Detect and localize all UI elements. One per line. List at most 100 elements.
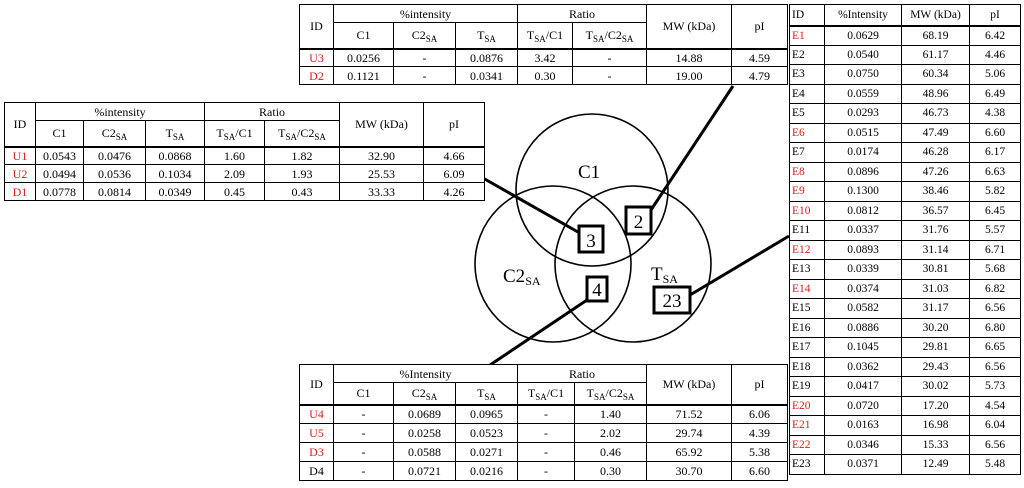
cell-mw: 60.34: [901, 64, 970, 85]
count-box-center: [577, 224, 605, 254]
table-row: U1 0.0543 0.0476 0.0868 1.60 1.82 32.90 …: [4, 145, 486, 165]
cell-intensity: 0.1300: [824, 181, 902, 202]
header-ratio-tsa-c1: TSA/C1: [517, 382, 575, 405]
cell-mw: 15.33: [901, 434, 970, 455]
cell-pi: 4.54: [969, 395, 1021, 416]
cell-c2sa: 0.0258: [393, 423, 456, 443]
header-mw: MW (kDa): [339, 102, 425, 147]
cell-c2sa: 0.0588: [393, 442, 456, 462]
cell-pi: 6.17: [969, 142, 1021, 163]
row-id: E8: [789, 161, 825, 182]
cell-intensity: 0.0559: [824, 83, 902, 104]
row-id: E16: [789, 317, 825, 338]
row-id: E9: [789, 181, 825, 202]
header-tsa: TSA: [144, 120, 206, 147]
count-center: 3: [586, 231, 596, 252]
header-c2sa: C2SA: [393, 22, 456, 49]
cell-mw: 33.33: [339, 182, 425, 201]
circle-c2sa: [474, 185, 632, 343]
cell-mw: 30.70: [646, 461, 732, 481]
cell-mw: 16.98: [901, 415, 970, 436]
cell-pi: 6.63: [969, 161, 1021, 182]
cell-c1: -: [333, 461, 394, 481]
table-c1-c2sa-tsa: ID %intensity Ratio MW (kDa) pI C1 C2SA …: [4, 102, 486, 201]
cell-pi: 4.66: [423, 145, 486, 165]
row-id: E1: [789, 24, 825, 46]
cell-pi: 6.06: [731, 403, 788, 424]
cell-pi: 4.59: [731, 47, 789, 67]
cell-pi: 5.48: [969, 454, 1021, 475]
header-ratio-tsa-c1: TSA/C1: [204, 120, 266, 147]
header-intensity: %Intensity: [333, 364, 518, 383]
row-id: E14: [789, 278, 825, 299]
cell-pi: 6.45: [969, 200, 1021, 221]
row-id: E3: [789, 64, 825, 85]
header-id: ID: [789, 4, 825, 26]
header-ratio-tsa-c2sa: TSA/C2SA: [574, 382, 647, 405]
cell-c2sa: 0.0814: [83, 182, 146, 201]
cell-intensity: 0.0720: [824, 395, 902, 416]
label-tsa: TSA: [651, 264, 678, 286]
header-ratio-tsa-c2sa: TSA/C2SA: [264, 120, 341, 147]
cell-c1: 0.0778: [35, 182, 84, 201]
row-id: E22: [789, 434, 825, 455]
cell-mw: 30.20: [901, 317, 970, 338]
header-c1: C1: [35, 120, 84, 147]
cell-mw: 68.19: [901, 24, 970, 46]
header-ratio-tsa-c1: TSA/C1: [517, 22, 574, 49]
cell-pi: 6.80: [969, 317, 1021, 338]
header-id: ID: [4, 102, 36, 147]
cell-mw: 30.02: [901, 376, 970, 397]
row-id: E11: [789, 220, 825, 241]
cell-mw: 71.52: [646, 403, 732, 424]
header-ratio: Ratio: [204, 102, 341, 121]
cell-tsa: 0.0349: [144, 182, 206, 201]
cell-intensity: 0.0515: [824, 122, 902, 143]
cell-pi: 4.26: [423, 182, 486, 201]
cell-ratio-c1: 3.42: [517, 47, 574, 67]
cell-mw: 29.74: [646, 423, 732, 443]
cell-ratio-c1: -: [517, 403, 575, 424]
header-ratio-tsa-c2sa: TSA/C2SA: [572, 22, 648, 49]
cell-mw: 31.17: [901, 298, 970, 319]
cell-ratio-c2sa: 1.82: [264, 145, 341, 165]
row-id: E21: [789, 415, 825, 436]
cell-pi: 5.82: [969, 181, 1021, 202]
row-id: E7: [789, 142, 825, 163]
row-id: E2: [789, 44, 825, 65]
count-box-c2sa-tsa: [585, 275, 609, 303]
count-tsa-only: 23: [663, 291, 682, 312]
table-row: U2 0.0494 0.0536 0.1034 2.09 1.93 25.53 …: [4, 164, 486, 183]
cell-ratio-c1: -: [517, 442, 575, 462]
cell-intensity: 0.0174: [824, 142, 902, 163]
table-row: U4 - 0.0689 0.0965 - 1.40 71.52 6.06: [299, 403, 788, 424]
cell-c2sa: -: [393, 66, 456, 85]
header-pi: pI: [731, 364, 788, 405]
cell-mw: 47.26: [901, 161, 970, 182]
cell-pi: 4.79: [731, 66, 789, 85]
count-box-tsa-only: [652, 285, 692, 315]
cell-pi: 6.09: [423, 164, 486, 183]
row-id: E18: [789, 356, 825, 377]
cell-mw: 46.28: [901, 142, 970, 163]
cell-mw: 38.46: [901, 181, 970, 202]
cell-ratio-c1: 0.45: [204, 182, 266, 201]
row-id: D4: [299, 461, 334, 481]
header-intensity: %intensity: [332, 4, 519, 23]
header-mw: MW (kDa): [901, 4, 970, 26]
cell-c2sa: 0.0476: [83, 145, 146, 165]
header-tsa: TSA: [454, 22, 519, 49]
cell-intensity: 0.0812: [824, 200, 902, 221]
table-row: U3 0.0256 - 0.0876 3.42 - 14.88 4.59: [299, 47, 789, 67]
cell-mw: 29.81: [901, 337, 970, 358]
count-c2sa-tsa: 4: [592, 280, 602, 301]
